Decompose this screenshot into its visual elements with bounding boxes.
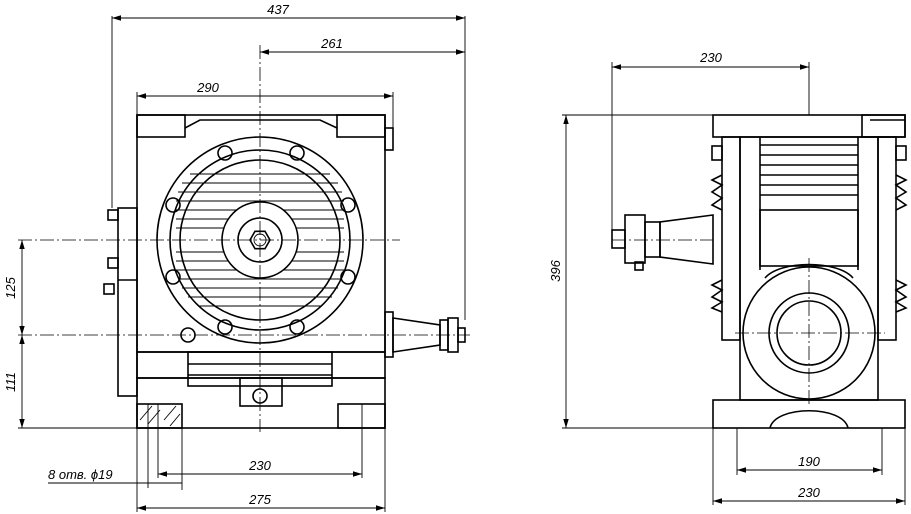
- dim-side-base-width: 230: [797, 485, 820, 500]
- dim-side-width: 230: [699, 50, 722, 65]
- front-view: [103, 114, 466, 429]
- side-view: [611, 114, 908, 429]
- dim-side-height: 396: [548, 259, 563, 281]
- dim-mount-spacing: 230: [248, 458, 271, 473]
- dim-side-mount-spacing: 190: [798, 454, 820, 469]
- dim-axis-height-lower: 111: [3, 372, 18, 392]
- dim-base-length: 275: [248, 492, 271, 507]
- dim-overall-width: 437: [267, 2, 289, 17]
- input-shaft-side: [611, 214, 714, 271]
- dim-axis-height-upper: 125: [3, 276, 18, 298]
- dim-holes-note: 8 отв. ϕ19: [48, 467, 113, 482]
- dimension-labels: 437 261 290 125 111 8 отв. ϕ19 230 275 2…: [3, 2, 821, 507]
- side-fins: [759, 137, 859, 270]
- dimension-lines: [18, 15, 906, 512]
- dim-motor-axis-to-end: 261: [320, 36, 343, 51]
- input-shaft-front: [384, 311, 466, 358]
- dim-body-width: 290: [196, 80, 219, 95]
- center-lines: [18, 45, 885, 432]
